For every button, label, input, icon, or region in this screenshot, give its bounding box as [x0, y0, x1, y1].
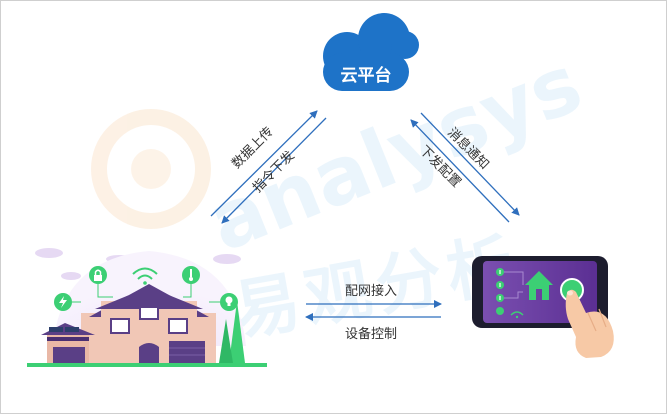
home-icon [525, 271, 553, 300]
thermometer-icon [182, 266, 200, 284]
house-illustration [27, 248, 267, 367]
label-device-control: 设备控制 [345, 326, 397, 342]
cloud-icon [323, 13, 419, 91]
wifi-icon [132, 267, 158, 285]
label-network-access: 配网接入 [345, 283, 397, 299]
cloud-label: 云平台 [341, 65, 392, 86]
arrow-cloud-to-phone [420, 112, 520, 216]
arrow-phone-to-cloud [410, 119, 510, 223]
arrow-home-to-cloud [210, 110, 318, 217]
watermark-logo-icon [91, 109, 211, 229]
lock-icon [89, 266, 107, 284]
edge-home-phone: 配网接入 设备控制 [305, 283, 442, 342]
phone-wifi-icon [510, 311, 524, 319]
lightbulb-icon [220, 293, 238, 311]
hand-icon [565, 289, 614, 358]
smartphone-illustration [472, 256, 614, 358]
arrow-cloud-to-home [221, 117, 327, 224]
lightning-icon [54, 293, 72, 311]
cloud-platform-node: 云平台 [323, 13, 419, 91]
